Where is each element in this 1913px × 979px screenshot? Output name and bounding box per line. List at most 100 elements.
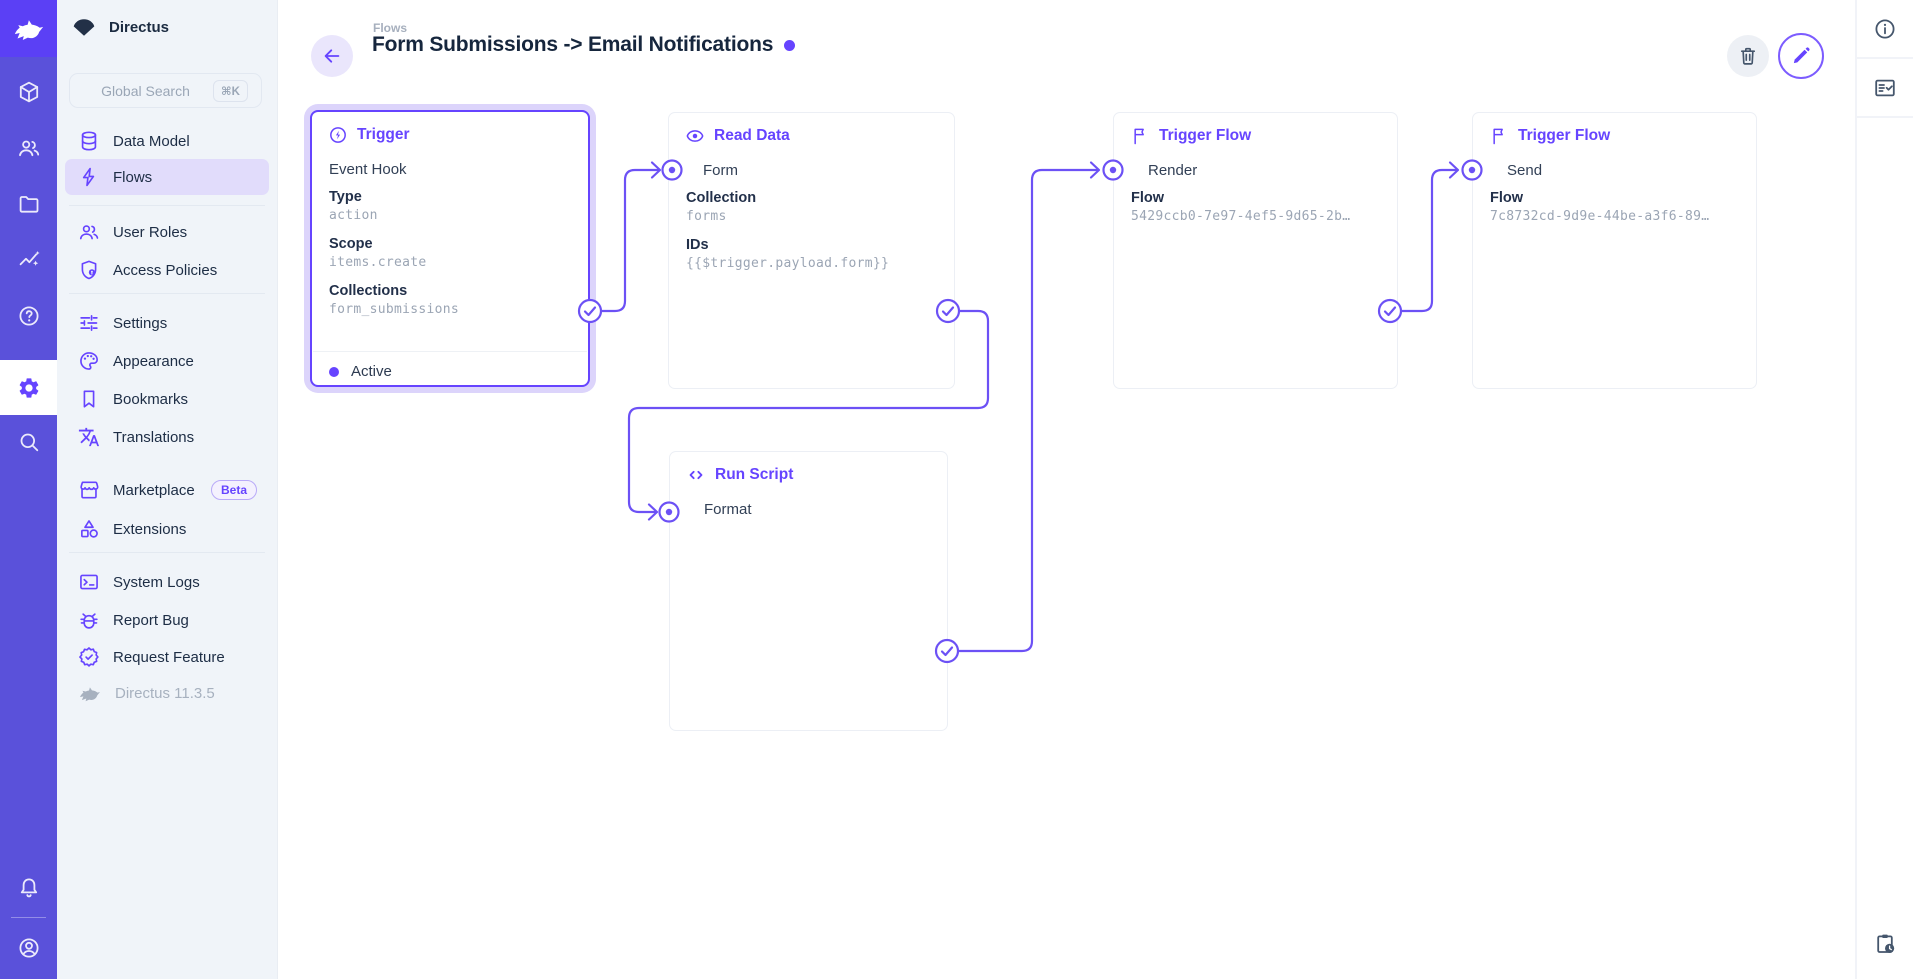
sidebar-item-bookmarks[interactable]: Bookmarks xyxy=(65,381,269,417)
edit-flow-button[interactable] xyxy=(1778,33,1824,79)
sidebar-item-label: Bookmarks xyxy=(113,390,189,408)
flow-node-run-script[interactable]: Run Script Format xyxy=(669,451,948,731)
pencil-icon xyxy=(1793,47,1810,64)
module-search-button[interactable] xyxy=(0,414,57,469)
sidebar-item-access-policies[interactable]: Access Policies xyxy=(65,252,269,288)
node-fields: Flow 5429ccb0-7e97-4ef5-9d65-2b… xyxy=(1131,190,1385,237)
project-logo-icon xyxy=(73,19,95,36)
sidebar-item-request-feature[interactable]: Request Feature xyxy=(65,639,269,675)
sidebar-item-settings[interactable]: Settings xyxy=(65,305,269,341)
node-fields: Flow 7c8732cd-9d9e-44be-a3f6-89… xyxy=(1490,190,1744,237)
module-insights-button[interactable] xyxy=(0,232,57,287)
sidebar-item-label: Report Bug xyxy=(113,611,189,629)
module-help-button[interactable] xyxy=(0,288,57,343)
shield-lock-icon xyxy=(81,260,97,280)
flow-node-trigger[interactable]: Trigger Event Hook Type action Scope ite… xyxy=(310,110,590,387)
directus-logo-button[interactable] xyxy=(0,0,57,57)
sidebar-item-label: Request Feature xyxy=(113,648,225,666)
sidebar-item-marketplace[interactable]: Marketplace Beta xyxy=(65,472,269,508)
breadcrumb[interactable]: Flows xyxy=(373,21,408,35)
back-button[interactable] xyxy=(311,35,353,77)
beta-badge: Beta xyxy=(210,480,257,500)
sidebar-item-extensions[interactable]: Extensions xyxy=(65,511,269,547)
flow-node-read-data[interactable]: Read Data Form Collection forms IDs {{$t… xyxy=(668,112,955,389)
eye-icon xyxy=(686,130,704,142)
sidebar-item-label: Appearance xyxy=(113,352,194,370)
translate-icon xyxy=(78,427,100,447)
flow-node-trigger-flow-send[interactable]: Trigger Flow Send Flow 7c8732cd-9d9e-44b… xyxy=(1472,112,1757,389)
node-type-label: Run Script xyxy=(715,466,794,483)
node-fields: Type action Scope items.create Collectio… xyxy=(329,189,576,330)
sidebar-item-data-model[interactable]: Data Model xyxy=(65,123,269,159)
palette-icon xyxy=(80,352,98,370)
sidebar-item-system-logs[interactable]: System Logs xyxy=(65,564,269,600)
field-value: forms xyxy=(686,209,727,224)
version-label: Directus 11.3.5 xyxy=(115,684,215,702)
module-users-button[interactable] xyxy=(0,120,57,175)
field-label: Collection xyxy=(686,190,757,206)
field-label: Flow xyxy=(1131,190,1165,206)
shapes-icon xyxy=(81,520,98,538)
status-dot xyxy=(329,366,339,377)
right-sidebar xyxy=(1855,0,1913,979)
bolt-circle-icon xyxy=(330,127,346,143)
directus-rabbit-icon xyxy=(14,19,43,40)
sidebar-item-label: Marketplace xyxy=(113,481,195,499)
help-icon xyxy=(18,305,39,326)
folder-icon xyxy=(19,195,38,213)
sidebar-divider xyxy=(69,552,265,553)
info-panel-button[interactable] xyxy=(1857,0,1913,59)
flow-node-trigger-flow-render[interactable]: Trigger Flow Render Flow 5429ccb0-7e97-4… xyxy=(1113,112,1398,389)
module-content-button[interactable] xyxy=(0,64,57,119)
database-icon xyxy=(81,131,97,151)
node-type-label: Trigger Flow xyxy=(1159,127,1252,144)
field-label: Scope xyxy=(329,236,373,252)
field-value: action xyxy=(329,208,378,223)
account-circle-icon xyxy=(18,937,39,958)
field-value: items.create xyxy=(329,255,427,270)
trash-icon xyxy=(1740,47,1756,65)
flow-panel-button[interactable] xyxy=(1857,59,1913,118)
main-content: Flows Form Submissions -> Email Notifica… xyxy=(278,0,1855,979)
node-divider xyxy=(313,351,587,352)
arrow-left-icon xyxy=(324,49,340,63)
sidebar-divider xyxy=(69,205,265,206)
page-title-text: Form Submissions -> Email Notifications xyxy=(372,33,774,56)
sidebar-version: Directus 11.3.5 xyxy=(65,675,269,711)
status-label: Active xyxy=(351,363,392,380)
module-files-button[interactable] xyxy=(0,176,57,231)
rail-divider xyxy=(11,917,46,918)
verified-icon xyxy=(79,647,99,667)
sidebar-item-report-bug[interactable]: Report Bug xyxy=(65,602,269,638)
module-settings-button[interactable] xyxy=(0,360,57,415)
info-icon xyxy=(1875,18,1895,39)
node-name: Render xyxy=(1148,162,1198,179)
field-label: Collections xyxy=(329,283,408,299)
node-name: Format xyxy=(704,501,752,518)
sidebar-item-user-roles[interactable]: User Roles xyxy=(65,214,269,250)
sidebar-divider xyxy=(69,293,265,294)
node-fields: Collection forms IDs {{$trigger.payload.… xyxy=(686,190,942,284)
node-header: Trigger Flow xyxy=(1489,126,1610,146)
node-header: Trigger xyxy=(328,125,410,145)
node-name: Send xyxy=(1507,162,1543,179)
sidebar-item-label: Flows xyxy=(113,168,153,186)
sidebar-item-translations[interactable]: Translations xyxy=(65,419,269,455)
pending-actions-icon xyxy=(1877,934,1895,953)
page-title: Form Submissions -> Email Notifications xyxy=(372,33,796,57)
sidebar-item-appearance[interactable]: Appearance xyxy=(65,343,269,379)
delete-flow-button[interactable] xyxy=(1727,35,1769,77)
sidebar-item-flows[interactable]: Flows xyxy=(65,159,269,195)
node-header: Trigger Flow xyxy=(1130,126,1251,146)
bug-icon xyxy=(80,613,98,629)
people-icon xyxy=(79,225,99,240)
account-button[interactable] xyxy=(0,920,57,975)
sidebar-item-label: User Roles xyxy=(113,223,188,241)
notifications-button[interactable] xyxy=(0,860,57,915)
project-selector[interactable]: Directus xyxy=(72,15,169,39)
activity-log-button[interactable] xyxy=(1857,919,1913,969)
project-name: Directus xyxy=(109,18,170,36)
field-value: {{$trigger.payload.form}} xyxy=(686,256,890,271)
storefront-icon xyxy=(80,481,99,499)
